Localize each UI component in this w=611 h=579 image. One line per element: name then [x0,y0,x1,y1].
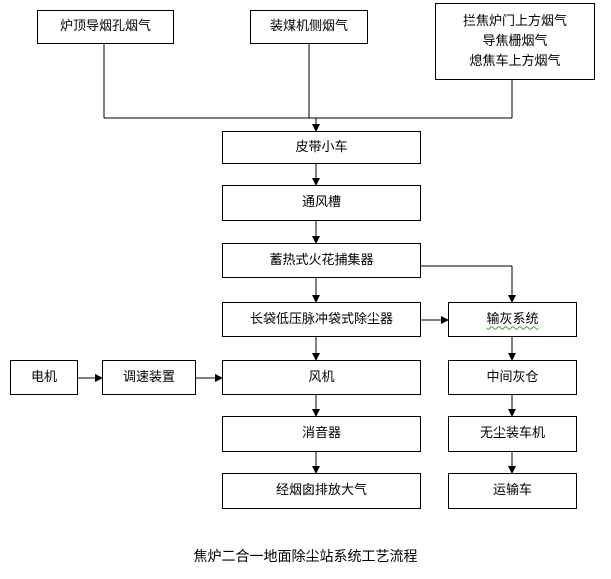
dust-free-loader-label: 无尘装车机 [479,426,545,441]
flue-gas-coal-loader-box: 装煤机侧烟气 [250,10,368,44]
diagram-caption-text: 焦炉二合一地面除尘站系统工艺流程 [193,549,418,565]
dust-free-loader-box: 无尘装车机 [448,416,577,452]
speed-control-label: 调速装置 [122,369,175,385]
motor-label: 电机 [30,369,57,385]
transport-truck-label: 运输车 [492,483,532,498]
ash-system-box: 输灰系统 [448,302,577,337]
flue-gas-coal-loader-label: 装煤机侧烟气 [269,19,348,34]
vent-duct-label: 通风槽 [301,195,341,210]
vent-duct-box: 通风槽 [222,185,421,221]
fan-label: 风机 [308,369,335,385]
belt-cart-box: 皮带小车 [222,131,421,164]
silencer-box: 消音器 [222,416,421,452]
flue-gas-furnace-top-label: 炉顶导烟孔烟气 [59,19,151,34]
chimney-exhaust-box: 经烟囱排放大气 [222,473,421,509]
fan-box: 风机 [222,360,421,395]
spark-catcher-box: 蓄热式火花捕集器 [222,243,421,278]
transport-truck-box: 运输车 [448,473,577,509]
ash-bin-box: 中间灰仓 [448,360,577,395]
source-coke-door-label: 拦焦炉门上方烟气 [462,13,567,29]
ash-system-label: 输灰系统 [486,311,539,327]
flue-gas-right-sources-box: 拦焦炉门上方烟气 导焦栅烟气 熄焦车上方烟气 [435,3,595,80]
motor-box: 电机 [10,360,78,395]
spark-catcher-label: 蓄热式火花捕集器 [269,252,374,268]
ash-bin-label: 中间灰仓 [486,369,539,385]
source-quench-car-label: 熄焦车上方烟气 [469,53,561,69]
bag-filter-label: 长袋低压脉冲袋式除尘器 [249,311,393,327]
flue-gas-furnace-top-box: 炉顶导烟孔烟气 [37,10,174,44]
chimney-exhaust-label: 经烟囱排放大气 [275,483,367,498]
belt-cart-label: 皮带小车 [295,139,348,155]
speed-control-box: 调速装置 [102,360,196,395]
bag-filter-box: 长袋低压脉冲袋式除尘器 [222,302,421,337]
silencer-label: 消音器 [301,426,341,441]
diagram-caption: 焦炉二合一地面除尘站系统工艺流程 [0,546,611,566]
source-coke-guide-label: 导焦栅烟气 [482,33,548,49]
